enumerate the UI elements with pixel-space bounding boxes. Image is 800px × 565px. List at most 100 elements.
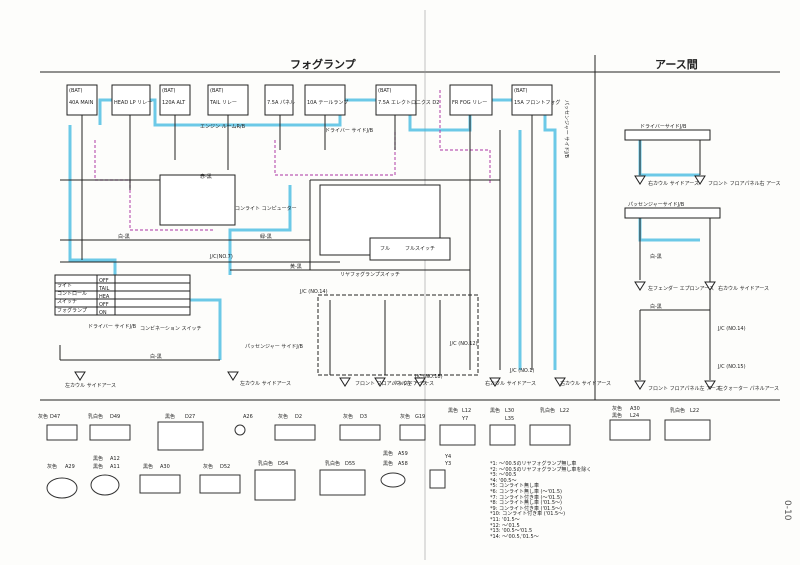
note-8: *8: コンライト無し車 ('01.5～) [490, 500, 562, 507]
wiring-lines [59, 115, 533, 375]
note-6: *6: コンライト無し車 (～'01.5) [490, 488, 562, 495]
switch-row-4-state: OFF [99, 302, 109, 308]
fuse-tail-lamp [304, 84, 346, 116]
earth-left-quarter: 左クォーター パネルアース [718, 385, 779, 392]
earth-driver-jb-label: ドライバーサイドJ/B [640, 124, 687, 130]
conn-d2-label: D2 [295, 414, 302, 420]
fuse-row [66, 84, 553, 116]
fuse-front-fog [511, 84, 553, 116]
note-14: *14: ～'00.5,'01.5～ [490, 533, 539, 540]
note-13: *13: '00.5～'01.5 [490, 528, 533, 535]
conn-l30-label: L30 [505, 408, 514, 414]
fuse-main-label: 40A MAIN [69, 100, 94, 106]
wire-label-3: 緑-黒 [260, 233, 272, 240]
conn-d2-color: 灰色 [278, 413, 288, 420]
switch-row-1-state: OFF [99, 278, 109, 284]
conn-d55-label: D55 [345, 461, 355, 467]
switch-row-4-group: フォグランプ [57, 307, 87, 314]
conn-g19-color: 灰色 [400, 413, 410, 420]
note-7: *7: コンライト付き車 (～'01.5) [490, 494, 562, 501]
fuse-front-fog-label: 15A フロントフォグ [514, 99, 560, 106]
fuse-panel [264, 84, 294, 116]
fog-lamp-title: フォグランプ [290, 57, 357, 71]
conn-d3-color: 灰色 [343, 413, 353, 420]
earth-left-fender: 左フェンダー エプロンアース [648, 285, 714, 292]
back-door-earth-label: バックドア アース [393, 381, 434, 387]
wire-label-5: 白-黒 [150, 353, 162, 360]
relay-head-lp [111, 84, 151, 116]
note-1: *1: ～'00.5のリヤフォグランプ無し車 [490, 461, 577, 467]
conn-l12-color: 黒色 [448, 407, 458, 414]
relay-table-item-1: フル [380, 246, 390, 252]
conn-d49-color: 乳白色 [88, 413, 103, 420]
note-4: *4: '00.5～ [490, 477, 517, 484]
earth-title: アース間 [655, 58, 698, 71]
connector-row-1 [46, 419, 711, 451]
conn-d27-label: D27 [185, 414, 195, 420]
conn-a59-color: 黒色 [383, 450, 393, 457]
relay-tail-top: (BAT) [210, 88, 223, 94]
note-11: *11: '01.5～ [490, 516, 520, 523]
fuse-electronics [375, 84, 417, 116]
conn-d49-label: D49 [110, 414, 120, 420]
jc-no1-label: J/C (NO.1) [509, 368, 534, 374]
conn-a58-label: A58 [398, 461, 408, 467]
conn-d3-label: D3 [360, 414, 367, 420]
conn-y4-label: Y4 [444, 454, 451, 460]
wire-label-1: 白-黒 [118, 233, 130, 240]
conn-d27-color: 黒色 [165, 413, 175, 420]
conn-l22b-label: L22 [690, 408, 699, 414]
conn-l35-label: L35 [505, 416, 514, 422]
light-computer-label: コンライト コンピューター [235, 205, 297, 212]
note-12: *12: ～'01.5 [490, 522, 520, 529]
conn-d52-label: D52 [220, 464, 230, 470]
conn-a58-color: 黒色 [383, 460, 393, 467]
conn-a30-color: 灰色 [612, 405, 622, 412]
earth-jc-no15: J/C (NO.15) [717, 364, 746, 370]
conn-a11-label: A11 [110, 464, 120, 470]
earth-right-cowl-1: 右カウル サイドアース [648, 180, 699, 187]
relay-tail [207, 84, 249, 116]
jc-no12-label: J/C (NO.12) [449, 341, 478, 347]
conn-a30-label: A30 [630, 406, 640, 412]
conn-y3-label: Y3 [444, 461, 451, 467]
switch-row-3-state: HEA [99, 294, 110, 300]
fuse-electronics-label: 7.5A エレクトロニクス D2 [378, 100, 439, 106]
earth-front-floor-l: フロント フロアパネル左 アース [648, 385, 721, 392]
earth-jc-no14: J/C (NO.14) [717, 326, 746, 332]
conn-y7-label: Y7 [461, 416, 468, 422]
driver-side-label: ドライバー サイドJ/B [325, 128, 374, 134]
wire-label-4: 黄-黒 [290, 263, 302, 270]
fuse-alt-label: 120A ALT [162, 100, 186, 106]
fuse-front-fog-top: (BAT) [514, 88, 527, 94]
relay-head-lp-label: HEAD LP リレー [114, 100, 152, 106]
passenger-side-label: パッセンジャー サイドJ/B [563, 100, 569, 158]
earth-front-floor-r: フロント フロアパネル右 アース [708, 180, 781, 187]
front-floor-earth-label: フロント フロアパネル左 アース [355, 380, 428, 387]
earth-passenger-jb-label: パッセンジャーサイドJ/B [628, 202, 685, 208]
relay-fr-fog-label: FR FOG リレー [452, 100, 487, 106]
conn-d47-color: 灰色 [38, 413, 48, 420]
left-cowl-earth-label-2: 左カウル サイドアース [240, 380, 291, 387]
switch-row-3-group: スイッチ [57, 299, 77, 305]
conn-a30b-label: A30 [160, 464, 170, 470]
conn-l22-color: 乳白色 [540, 407, 555, 414]
highlight-circuit-mid [228, 185, 292, 275]
switch-table [54, 274, 191, 316]
conn-a30b-color: 黒色 [143, 463, 153, 470]
note-10: *10: コンライト付き車 ('01.5～) [490, 511, 566, 518]
earth-wiring [634, 140, 716, 390]
relay-tail-label: TAIL リレー [209, 100, 237, 106]
rear-fog-area [317, 294, 479, 376]
notes-block: *1: ～'00.5のリヤフォグランプ無し車 *2: ～'00.5のリヤフォグラ… [490, 461, 610, 540]
conn-a29-label: A29 [65, 464, 75, 470]
ground-symbols [74, 371, 566, 387]
light-computer-box [159, 174, 236, 226]
jc-no14-label: J/C (NO.14) [299, 289, 328, 295]
jc-no18-label: J/C (NO.18) [414, 374, 443, 380]
relay-table-item-2: フルスイッチ [405, 246, 435, 252]
page-number: 0-10 [782, 500, 792, 521]
conn-a12-label: A12 [110, 456, 120, 462]
conn-d54-color: 乳白色 [258, 460, 273, 467]
